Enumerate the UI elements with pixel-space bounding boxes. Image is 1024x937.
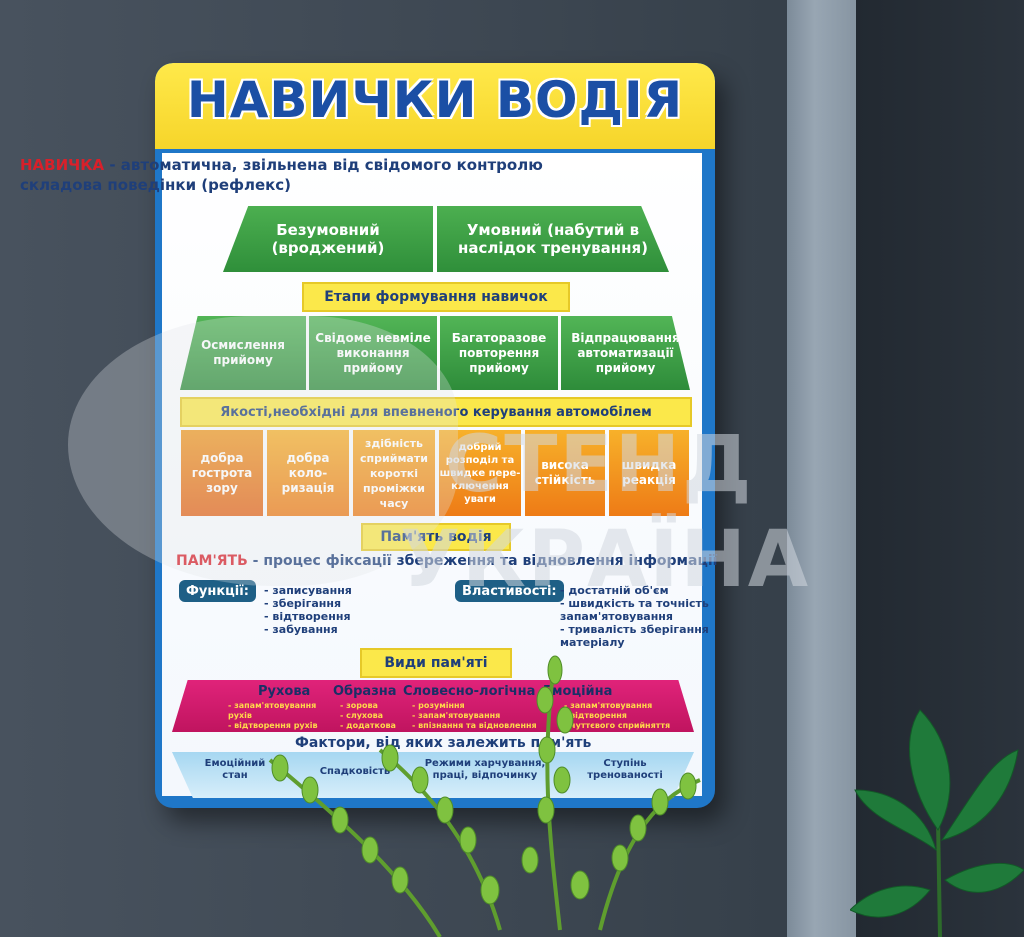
skill-keyword: НАВИЧКА xyxy=(20,156,105,174)
memory-type-item: - слухова xyxy=(340,711,384,720)
memory-type-item: - розуміння xyxy=(412,701,465,710)
fern-plant xyxy=(268,655,701,937)
property-item: - швидкість та точність xyxy=(560,597,709,610)
functions-label: Функції: xyxy=(179,580,256,602)
quality-5: висока стійкість xyxy=(525,430,605,516)
memory-type-motor: Рухова xyxy=(258,684,311,699)
verbal-memory-items: - розуміння - запам'ятовування - впізнан… xyxy=(412,701,537,731)
memory-type-emotional: Емоційна xyxy=(543,684,613,699)
qualities-title: Якості, необхідні для впевненого керуван… xyxy=(180,397,692,427)
memory-type-item: - впізнання та відновлення xyxy=(412,721,537,730)
emotional-memory-items: - запам'ятовування - відтворення - чуттє… xyxy=(564,701,670,731)
memory-type-item: - відтворення рухів xyxy=(228,721,318,730)
functions-list: - записування - зберігання - відтворення… xyxy=(264,584,352,636)
memory-type-item: - відтворення xyxy=(564,711,627,720)
memory-keyword: ПАМ'ЯТЬ xyxy=(176,553,248,569)
factor-heredity: Спадковість xyxy=(319,766,391,777)
quality-2: добра коло-ризація xyxy=(267,430,349,516)
watermark-logo-shape xyxy=(68,316,458,586)
factors-band xyxy=(172,752,694,798)
skill-definition-line1: - автоматична, звільнена від свідомого к… xyxy=(104,156,543,174)
property-item: - достатній об'єм xyxy=(560,584,669,597)
stage-4: Відпрацювання автоматизації прийому xyxy=(561,316,690,390)
property-item: - тривалість зберігання xyxy=(560,623,709,636)
qualities-title-part2: необхідні для впевненого керування автом… xyxy=(272,404,652,420)
memory-type-item: - запам'ятовування xyxy=(564,701,653,710)
memory-type-item: - чуттєвого сприйняття xyxy=(564,721,671,730)
memory-types-band xyxy=(172,680,694,732)
unconditioned-reflex-box: Безумовний (вроджений) xyxy=(223,206,433,272)
property-item: запам'ятовування xyxy=(560,610,673,623)
broadleaf-plant xyxy=(850,709,1024,937)
function-item: - зберігання xyxy=(264,597,342,610)
qualities-title-part1: Якості, xyxy=(220,404,273,420)
factor-training: Ступінь тренованості xyxy=(587,758,663,781)
memory-type-item: - зорова xyxy=(340,701,378,710)
memory-type-item: - додаткова xyxy=(340,721,396,730)
properties-list: - достатній об'єм - швидкість та точніст… xyxy=(560,584,709,649)
memory-title: Пам'ять водія xyxy=(361,523,511,551)
image-memory-items: - зорова - слухова - додаткова xyxy=(340,701,396,731)
memory-types-title: Види пам'яті xyxy=(360,648,512,678)
quality-1: добра гострота зору xyxy=(181,430,263,516)
stage-1: Осмислення прийому xyxy=(180,316,306,390)
factors-title: Фактори, від яких залежить пам'ять xyxy=(295,735,592,751)
title-band xyxy=(155,63,715,149)
quality-3: здібність сприймати короткі проміжки час… xyxy=(353,430,435,516)
property-item: матеріалу xyxy=(560,636,625,649)
memory-definition-text: - процес фіксації збереження та відновле… xyxy=(247,553,718,569)
factor-emotional-state: Емоційний стан xyxy=(204,758,266,781)
stages-title: Етапи формування навичок xyxy=(302,282,570,312)
factor-regime: Режими харчування, праці, відпочинку xyxy=(424,758,546,781)
quality-4: добрий розподіл та швидке пере-ключення … xyxy=(439,430,521,516)
memory-type-image: Образна xyxy=(333,684,397,699)
wall-pillar xyxy=(787,0,856,937)
function-item: - забування xyxy=(264,623,338,636)
memory-type-item: - запам'ятовування xyxy=(412,711,501,720)
memory-type-item: - запам'ятовування xyxy=(228,701,317,710)
memory-type-item: рухів xyxy=(228,711,252,720)
function-item: - записування xyxy=(264,584,352,597)
quality-6: швидка реакція xyxy=(609,430,689,516)
stage-3: Багаторазове повторення прийому xyxy=(440,316,558,390)
memory-type-verbal: Словесно-логічна xyxy=(403,684,536,699)
conditioned-reflex-box: Умовний (набутий в наслідок тренування) xyxy=(437,206,669,272)
watermark-text-line1: СТЕНД xyxy=(445,420,754,510)
properties-label: Властивості: xyxy=(455,580,564,602)
skill-definition: НАВИЧКА - автоматична, звільнена від сві… xyxy=(20,155,560,195)
skill-definition-line2: складова поведінки (рефлекс) xyxy=(20,176,292,194)
function-item: - відтворення xyxy=(264,610,351,623)
watermark-text-line2: УКРАЇНА xyxy=(400,515,811,605)
poster-title: НАВИЧКИ ВОДІЯ xyxy=(186,71,684,129)
memory-definition: ПАМ'ЯТЬ - процес фіксації збереження та … xyxy=(176,553,717,569)
motor-memory-items: - запам'ятовування рухів - відтворення р… xyxy=(228,701,318,731)
stage-2: Свідоме невміле виконання прийому xyxy=(309,316,437,390)
